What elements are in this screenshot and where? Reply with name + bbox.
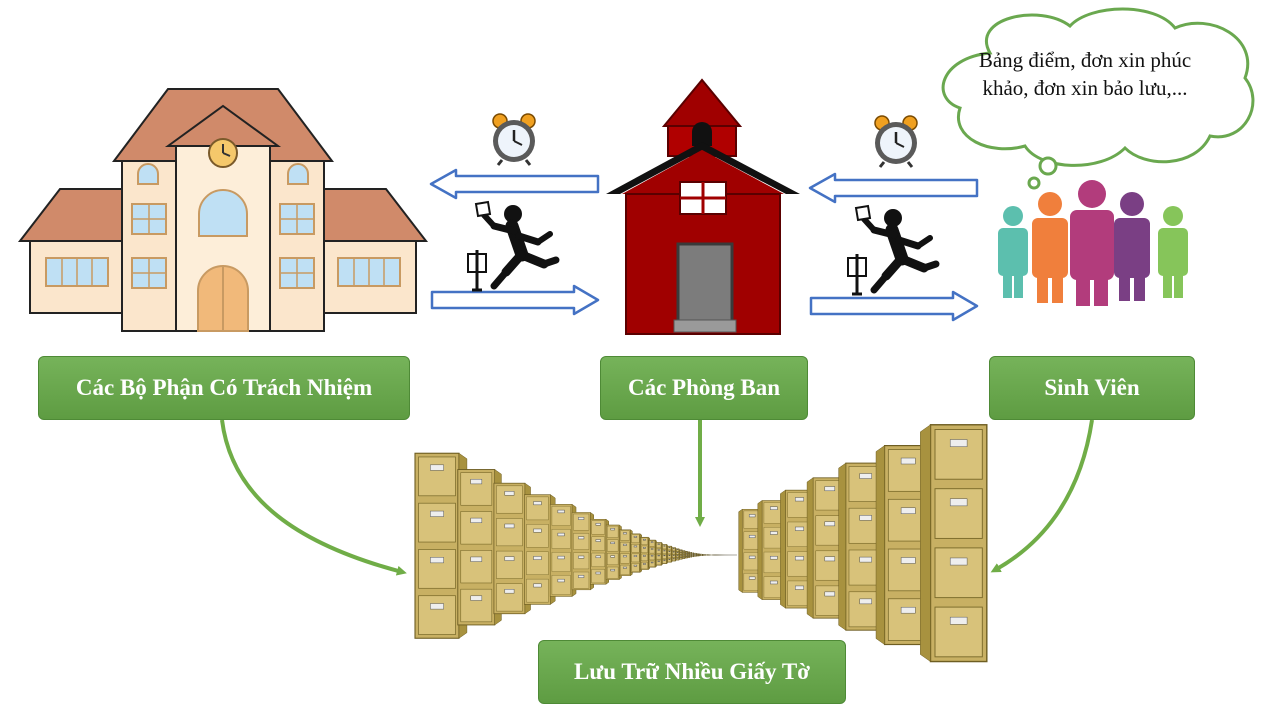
arrow-left-icon	[808, 172, 979, 204]
thought-bubble-icon	[941, 7, 1255, 190]
label-offices: Các Phòng Ban	[600, 356, 808, 420]
arrow-left-icon	[429, 168, 600, 200]
university-building-icon	[17, 88, 429, 332]
schoolhouse-icon	[606, 78, 800, 335]
arrows-left-pair	[429, 168, 600, 316]
alarm-clock-icon	[874, 115, 918, 168]
arrow-right-icon	[430, 284, 600, 316]
label-students: Sinh Viên	[989, 356, 1195, 420]
connector-students-to-storage	[990, 419, 1094, 573]
arrows-right-pair	[808, 172, 979, 322]
label-storage: Lưu Trữ Nhiều Giấy Tờ	[538, 640, 846, 704]
running-courier-icon	[847, 204, 940, 296]
file-cabinets-icon	[414, 424, 988, 663]
label-departments-responsible: Các Bộ Phận Có Trách Nhiệm	[38, 356, 410, 420]
connector-departments-to-storage	[220, 419, 407, 576]
thought-bubble-text: Bảng điểm, đơn xin phúc khảo, đơn xin bả…	[978, 48, 1192, 100]
running-courier-icon	[467, 200, 560, 292]
arrow-right-icon	[809, 290, 979, 322]
students-group-icon	[998, 180, 1188, 306]
alarm-clock-icon	[492, 113, 536, 166]
